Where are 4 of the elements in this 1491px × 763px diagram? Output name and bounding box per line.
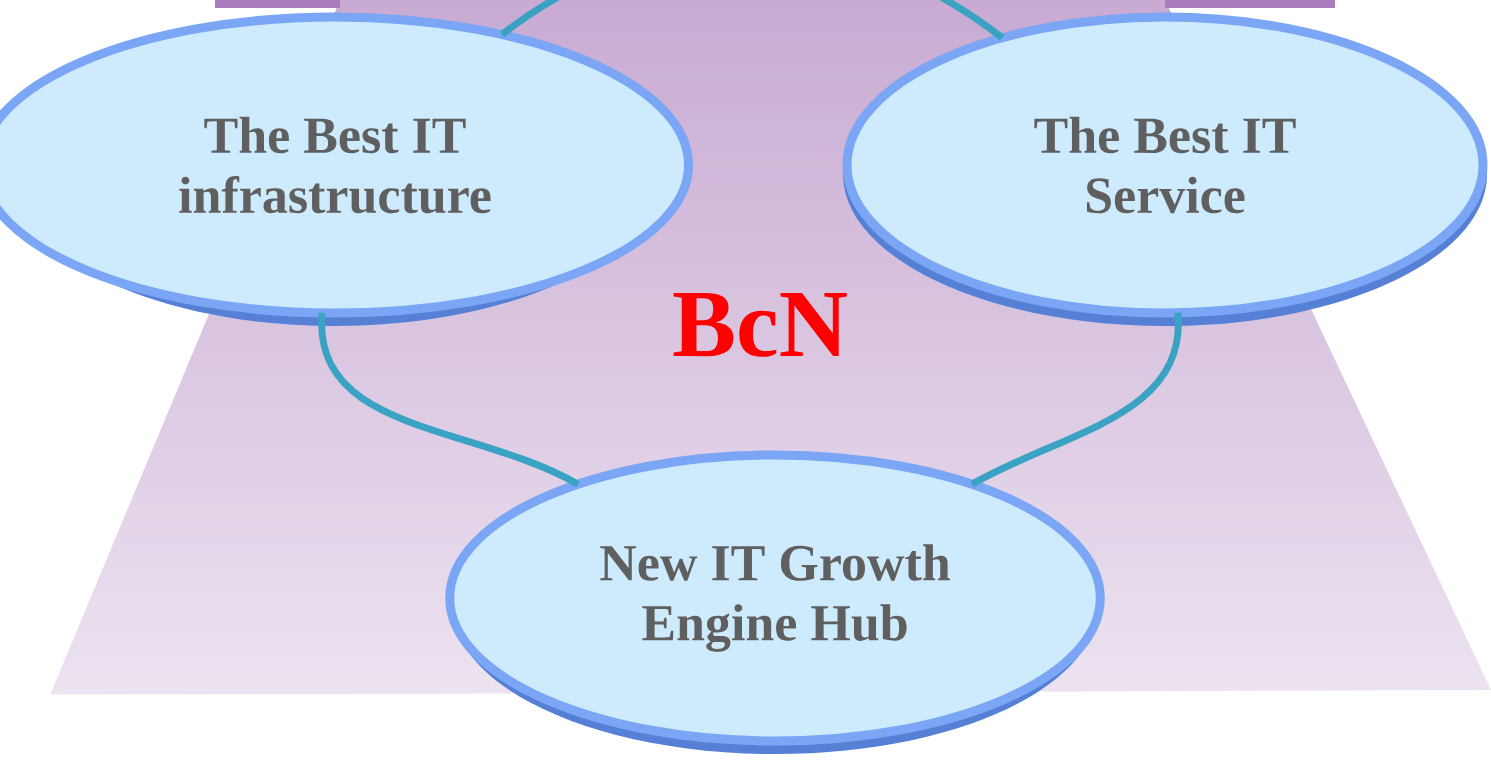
connector-arc xyxy=(318,312,580,488)
connector-arc xyxy=(499,0,1005,41)
ellipse-node: New IT Growth Engine Hub xyxy=(445,450,1105,754)
connector-arc xyxy=(970,312,1182,488)
